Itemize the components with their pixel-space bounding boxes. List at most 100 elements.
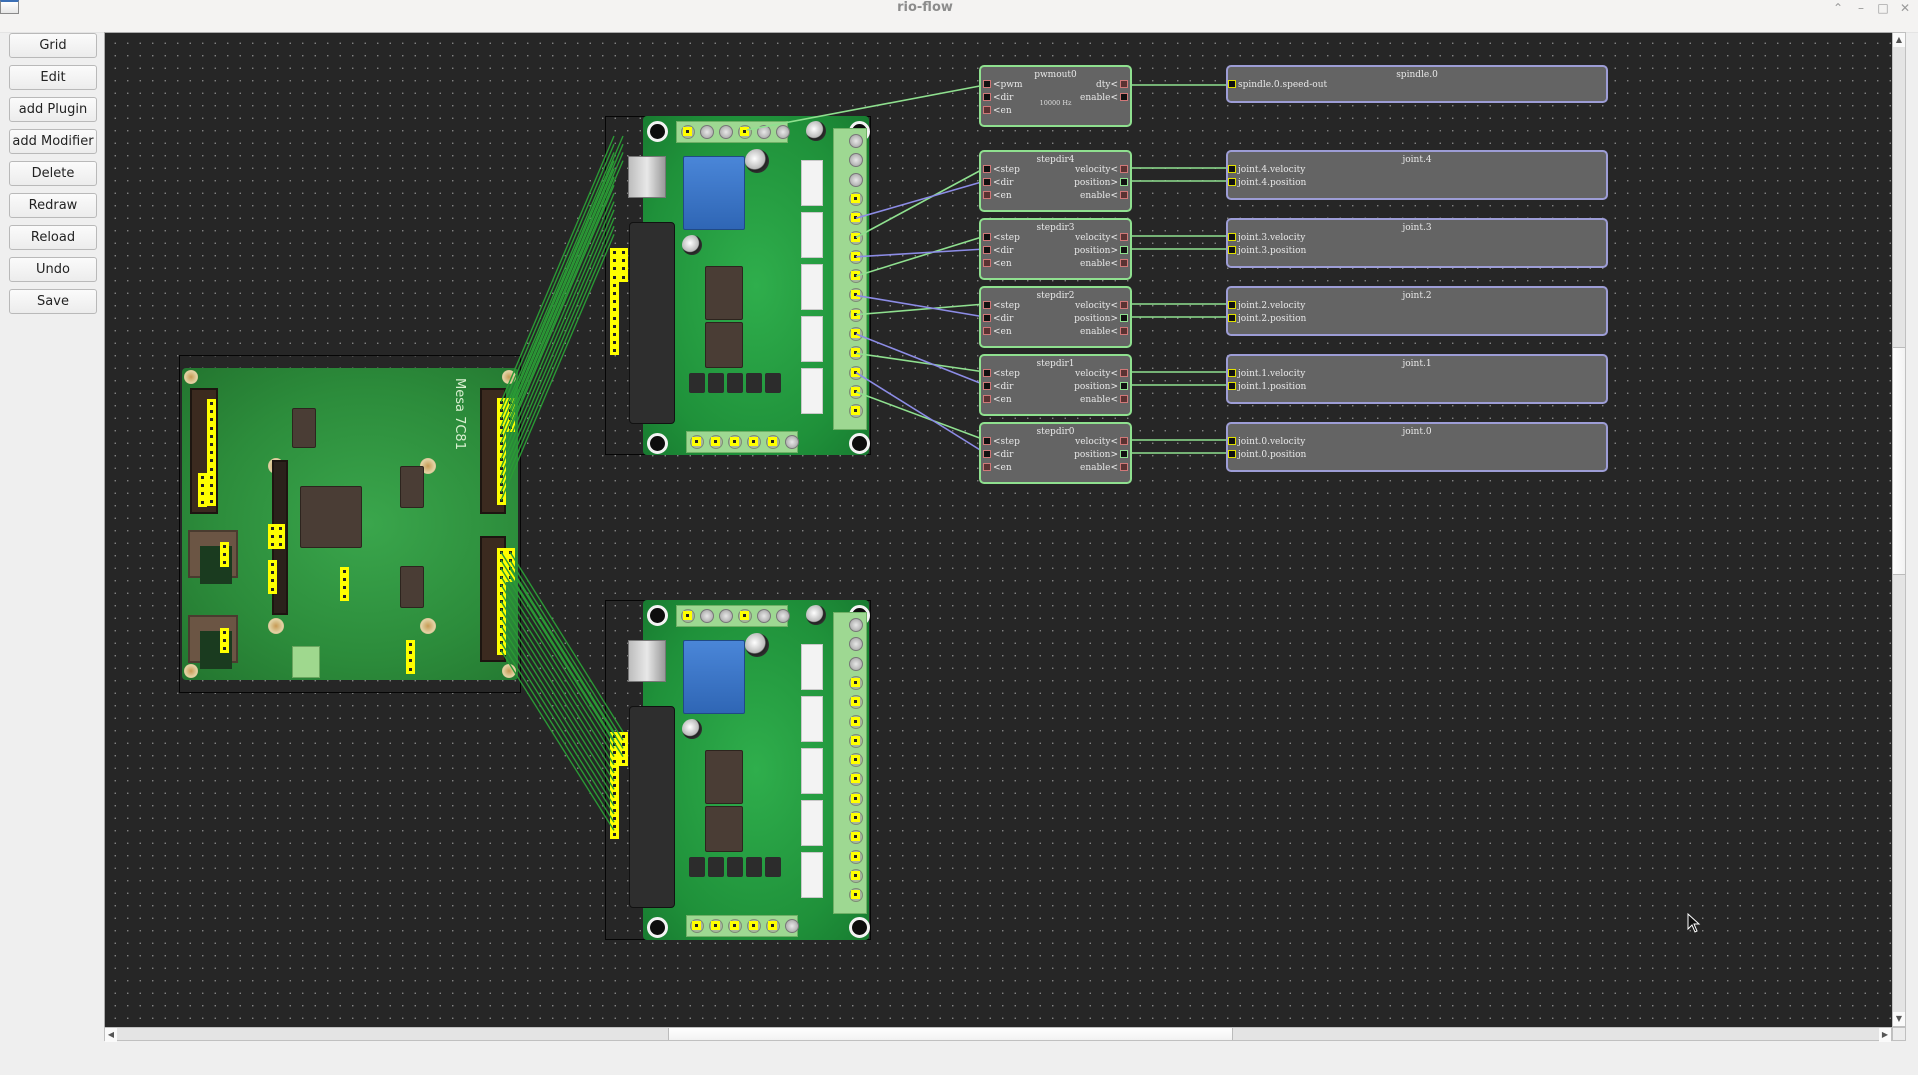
pin-marker[interactable] — [406, 648, 415, 658]
pin-marker[interactable] — [268, 560, 277, 569]
port-icon[interactable] — [1120, 92, 1128, 101]
pin-marker[interactable] — [198, 481, 207, 491]
port-icon[interactable] — [1228, 232, 1236, 241]
scroll-right-arrow[interactable]: ▶ — [1879, 1028, 1891, 1042]
output-pin-position[interactable]: position> — [1074, 381, 1128, 393]
port-icon[interactable] — [983, 164, 991, 173]
input-pin-dir[interactable]: <dir — [983, 381, 1013, 393]
input-pin-en[interactable]: <en — [983, 190, 1012, 202]
pin-marker[interactable] — [276, 532, 285, 542]
chevron-up-icon[interactable]: ⌃ — [1832, 1, 1844, 15]
pin-marker[interactable] — [207, 399, 216, 408]
pin-marker[interactable] — [220, 542, 229, 551]
output-pin-position[interactable]: position> — [1074, 245, 1128, 257]
port-icon[interactable] — [1120, 164, 1128, 173]
port-icon[interactable] — [1120, 394, 1128, 403]
pin-marker[interactable] — [220, 558, 229, 568]
pin-marker[interactable] — [268, 584, 277, 594]
pin-marker[interactable] — [207, 415, 216, 425]
port-icon[interactable] — [983, 177, 991, 186]
vertical-scroll-thumb[interactable] — [1893, 347, 1905, 575]
input-pin-step[interactable]: <step — [983, 436, 1020, 448]
pin-marker[interactable] — [207, 464, 216, 474]
port-icon[interactable] — [983, 436, 991, 445]
pin-marker[interactable] — [276, 540, 285, 550]
port-icon[interactable] — [1120, 300, 1128, 309]
port-icon[interactable] — [983, 300, 991, 309]
output-pin-position[interactable]: position> — [1074, 177, 1128, 189]
port-icon[interactable] — [1228, 79, 1236, 88]
pin-marker[interactable] — [207, 481, 216, 490]
edit-button[interactable]: Edit — [9, 65, 97, 90]
pin-marker[interactable] — [207, 440, 216, 449]
port-icon[interactable] — [1120, 381, 1128, 390]
pin-marker[interactable] — [506, 572, 515, 582]
input-pin-en[interactable]: <en — [983, 258, 1012, 270]
port-icon[interactable] — [1120, 462, 1128, 471]
input-pin-step[interactable]: <step — [983, 368, 1020, 380]
output-pin-position[interactable]: position> — [1074, 313, 1128, 325]
hal-pin[interactable]: joint.1.position — [1228, 381, 1306, 393]
input-pin-en[interactable]: <en — [983, 105, 1012, 117]
input-pin-dir[interactable]: <dir — [983, 245, 1013, 257]
port-icon[interactable] — [1228, 368, 1236, 377]
output-pin-enable[interactable]: enable< — [1080, 326, 1128, 338]
port-icon[interactable] — [1120, 245, 1128, 254]
port-icon[interactable] — [1120, 368, 1128, 377]
scroll-up-arrow[interactable]: ▲ — [1893, 33, 1905, 47]
add-modifier-button[interactable]: add Modifier — [9, 129, 97, 154]
pin-marker[interactable] — [207, 423, 216, 433]
pin-marker[interactable] — [220, 628, 229, 637]
output-pin-velocity[interactable]: velocity< — [1075, 436, 1128, 448]
port-icon[interactable] — [1120, 326, 1128, 335]
port-icon[interactable] — [1228, 300, 1236, 309]
output-pin-position[interactable]: position> — [1074, 449, 1128, 461]
port-icon[interactable] — [983, 92, 991, 101]
input-pin-dir[interactable]: <dir — [983, 177, 1013, 189]
pin-marker[interactable] — [220, 644, 229, 654]
pin-marker[interactable] — [220, 636, 229, 646]
input-pin-dir[interactable]: <dir — [983, 313, 1013, 325]
input-pin-step[interactable]: <step — [983, 164, 1020, 176]
minimize-icon[interactable]: – — [1858, 1, 1864, 15]
hal-pin[interactable]: joint.2.velocity — [1228, 300, 1305, 312]
maximize-icon[interactable]: □ — [1877, 1, 1889, 15]
port-icon[interactable] — [983, 258, 991, 267]
pin-marker[interactable] — [406, 656, 415, 666]
plugin-node-pwmout0[interactable]: pwmout0 <pwm <dir <en 10000 Hz dty< enab… — [979, 65, 1132, 127]
port-icon[interactable] — [983, 394, 991, 403]
port-icon[interactable] — [983, 79, 991, 88]
hal-pin[interactable]: spindle.0.speed-out — [1228, 79, 1327, 91]
pin-marker[interactable] — [207, 489, 216, 499]
pin-marker[interactable] — [207, 497, 216, 507]
close-icon[interactable]: ✕ — [1899, 1, 1911, 15]
hal-pin[interactable]: joint.4.velocity — [1228, 164, 1305, 176]
add-plugin-button[interactable]: add Plugin — [9, 97, 97, 122]
port-icon[interactable] — [983, 245, 991, 254]
port-icon[interactable] — [1228, 245, 1236, 254]
input-pin-dir[interactable]: <dir — [983, 449, 1013, 461]
pin-marker[interactable] — [406, 664, 415, 674]
pin-marker[interactable] — [198, 497, 207, 507]
pin-marker[interactable] — [207, 407, 216, 417]
pin-marker[interactable] — [220, 550, 229, 560]
port-icon[interactable] — [1120, 190, 1128, 199]
pin-marker[interactable] — [497, 496, 506, 506]
input-pin-step[interactable]: <step — [983, 300, 1020, 312]
pin-marker[interactable] — [268, 576, 277, 586]
port-icon[interactable] — [983, 190, 991, 199]
port-icon[interactable] — [1120, 313, 1128, 322]
hal-pin[interactable]: joint.1.velocity — [1228, 368, 1305, 380]
input-pin-en[interactable]: <en — [983, 326, 1012, 338]
pin-marker[interactable] — [207, 431, 216, 441]
horizontal-scrollbar[interactable]: ◀ ▶ — [104, 1027, 1892, 1042]
port-icon[interactable] — [983, 462, 991, 471]
hal-pin[interactable]: joint.4.position — [1228, 177, 1306, 189]
output-pin-dty[interactable]: dty< — [1096, 79, 1128, 91]
port-icon[interactable] — [1120, 436, 1128, 445]
output-pin-velocity[interactable]: velocity< — [1075, 164, 1128, 176]
scroll-down-arrow[interactable]: ▼ — [1893, 1012, 1905, 1026]
